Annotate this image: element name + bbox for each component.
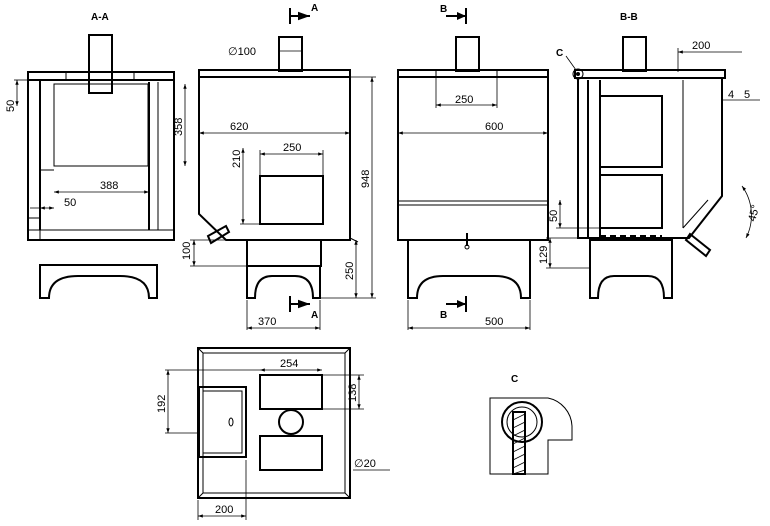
bb-top-plate <box>574 69 726 79</box>
detail-c-plate <box>512 411 526 475</box>
side-section-mark-top: B <box>440 4 447 15</box>
top-chimney-circle <box>278 409 304 435</box>
aa-dim-358: 358 <box>173 118 185 136</box>
top-hotplate-upper <box>259 374 323 410</box>
top-dim-254: 254 <box>280 358 298 370</box>
front-dim-100: 100 <box>181 242 193 260</box>
view-section-bb: B-B C 200 4 5 45° 50 <box>538 12 762 299</box>
side-legs <box>407 239 531 299</box>
aa-dim-50-vertical: 50 <box>5 100 17 112</box>
side-dim-500: 500 <box>485 316 503 328</box>
top-dim-diameter-20: ∅20 <box>354 458 376 470</box>
view-side: B B 250 600 500 <box>397 4 549 330</box>
front-dim-948: 948 <box>360 170 372 188</box>
top-left-compartment <box>198 386 247 458</box>
bb-side-pipe <box>684 232 712 258</box>
bb-detail-c-label: C <box>556 48 563 59</box>
detail-c-outline <box>489 397 573 475</box>
detail-c-title: C <box>511 374 518 385</box>
front-ash-box <box>246 239 322 267</box>
detail-c-rim <box>501 401 543 443</box>
front-legs <box>246 265 321 299</box>
view-title-aa: A-A <box>91 12 109 23</box>
top-dim-138: 138 <box>347 384 359 402</box>
bb-chimney <box>622 36 647 72</box>
front-body <box>198 76 351 241</box>
front-section-mark-top: A <box>311 3 318 14</box>
bb-dim-129: 129 <box>538 246 550 264</box>
aa-firebox <box>53 83 149 167</box>
front-dim-250-leg: 250 <box>344 262 356 280</box>
bb-firebox <box>599 95 663 168</box>
view-front: A ∅100 A 620 250 210 948 <box>181 3 376 330</box>
side-chimney <box>455 36 480 72</box>
view-section-aa: A-A 50 358 388 50 <box>5 12 187 299</box>
bb-legs <box>589 239 673 299</box>
front-dim-250: 250 <box>283 142 301 154</box>
side-dim-250: 250 <box>455 94 473 106</box>
front-section-mark-bottom: A <box>311 310 318 321</box>
side-dim-600: 600 <box>485 121 503 133</box>
bb-dim-200: 200 <box>692 40 710 52</box>
aa-body <box>27 79 175 241</box>
top-dim-192: 192 <box>156 395 168 413</box>
aa-top-plate <box>27 71 175 81</box>
front-door <box>259 175 324 225</box>
aa-legs <box>39 264 158 299</box>
top-hotplate-lower <box>259 435 323 471</box>
bb-dim-4: 4 <box>728 89 734 101</box>
front-dim-diameter-100: ∅100 <box>228 46 256 58</box>
side-section-mark-bottom: B <box>440 310 447 321</box>
aa-dim-50-horizontal: 50 <box>64 197 76 209</box>
aa-dim-388: 388 <box>100 180 118 192</box>
view-title-bb: B-B <box>620 12 638 23</box>
front-dim-370: 370 <box>258 316 276 328</box>
bb-body <box>577 77 723 239</box>
aa-chimney <box>88 34 113 94</box>
bb-lower-box <box>599 174 663 229</box>
view-detail-c: C <box>489 374 573 475</box>
view-top: 254 192 138 ∅20 200 <box>156 347 390 520</box>
front-chimney <box>278 36 303 72</box>
bb-dim-50: 50 <box>548 210 560 222</box>
bb-dim-5: 5 <box>744 89 750 101</box>
front-top-plate <box>198 69 351 78</box>
top-outline <box>197 347 351 499</box>
front-dim-620: 620 <box>230 121 248 133</box>
top-dim-200: 200 <box>215 504 233 516</box>
bb-dim-45-degrees: 45° <box>746 204 762 223</box>
front-dim-210: 210 <box>231 150 243 168</box>
front-side-pipe <box>206 224 231 245</box>
